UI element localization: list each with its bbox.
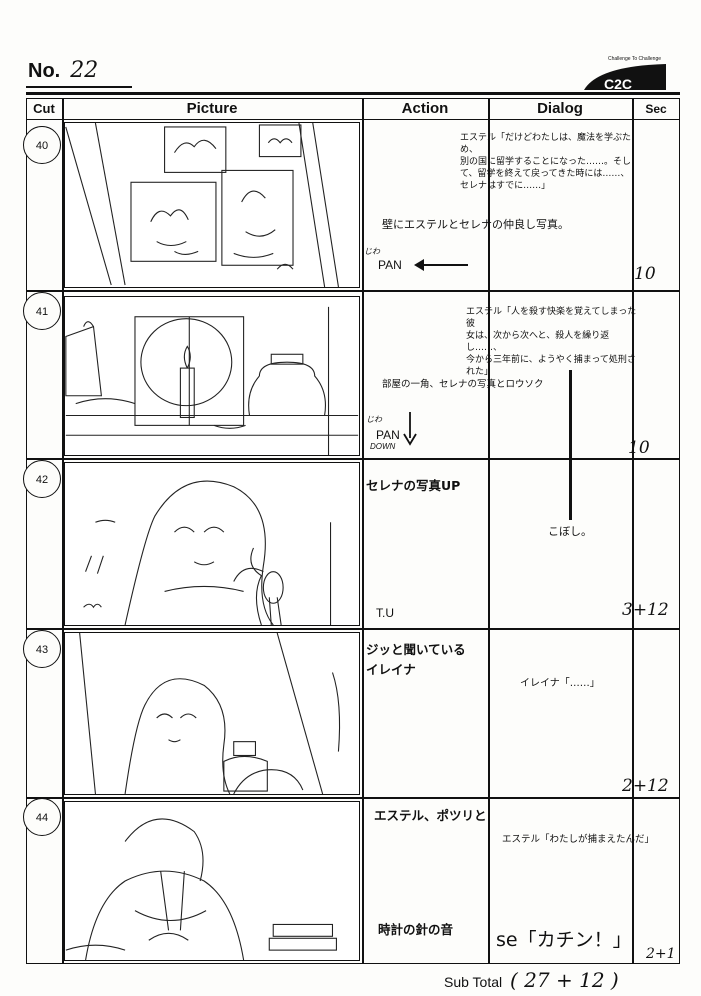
dialog-text: こぼし。 [548, 525, 592, 538]
page-number-underline [26, 86, 132, 88]
action-line: ジッと聞いている [366, 642, 466, 657]
logo-text: C2C [604, 76, 633, 92]
action-text: エステル、ポツリと [374, 808, 487, 823]
c2c-logo [584, 64, 666, 90]
dialog-line: 別の国に留学することになった……。そし [460, 157, 632, 167]
column-header-sec: Sec [632, 98, 680, 120]
dialog-text: エステル「だけどわたしは、魔法を学ぶため、 別の国に留学することになった……。そ… [460, 132, 638, 192]
row-divider [26, 797, 680, 799]
divider-dialog [632, 98, 634, 964]
logo-tagline: Challenge To Challenge [608, 56, 662, 62]
cut-number: 43 [23, 630, 61, 668]
dialog-line: 女は、次から次へと、殺人を繰り返し……、 [466, 331, 610, 353]
divider-action [488, 98, 490, 964]
camera-move: T.U [376, 606, 394, 620]
seconds: 2+1 [646, 946, 676, 962]
dialog-line: セレナはすでに……」 [460, 181, 551, 191]
storyboard-panel [64, 296, 360, 456]
seconds: 3+12 [622, 600, 669, 620]
sub-total: Sub Total ( 27 + 12 ) [444, 968, 619, 992]
column-header-action: Action [362, 98, 488, 120]
seconds: 10 [634, 264, 656, 284]
action-line: イレイナ [366, 662, 416, 677]
action-text: 部屋の一角、セレナの写真とロウソク [382, 379, 544, 390]
row-divider [26, 628, 680, 630]
row-divider [26, 290, 680, 292]
storyboard-panel [64, 632, 360, 795]
cut-number: 40 [23, 126, 61, 164]
camera-note: じわ [364, 247, 380, 256]
cut-number: 44 [23, 798, 61, 836]
sub-total-label: Sub Total [444, 974, 503, 990]
divider-picture [362, 98, 364, 964]
row-divider [26, 458, 680, 460]
camera-direction: DOWN [370, 442, 396, 451]
column-header-cut: Cut [26, 98, 62, 120]
header-rule [26, 92, 680, 95]
camera-note: じわ [366, 415, 382, 424]
storyboard-panel [64, 122, 360, 288]
dialog-text: イレイナ「……」 [520, 678, 600, 689]
arrow-down-icon [403, 412, 417, 446]
sound-effect: se「カチン！」 [496, 929, 632, 951]
dialog-line: て、留学を終えて戻ってきた時には……、 [460, 169, 630, 179]
column-header-dialog: Dialog [488, 98, 632, 120]
sub-total-value: ( 27 + 12 ) [510, 968, 619, 992]
storyboard-panel [64, 801, 360, 961]
camera-move: PAN [376, 428, 400, 442]
action-text: 時計の針の音 [378, 922, 454, 937]
seconds: 2+12 [622, 776, 669, 796]
action-text: ジッと聞いている イレイナ [366, 640, 466, 680]
dialog-line: れた」 [466, 367, 494, 377]
storyboard-panel [64, 462, 360, 626]
dialog-text: エステル「人を殺す快楽を覚えてしまった彼 女は、次から次へと、殺人を繰り返し……… [466, 306, 638, 378]
action-text: 壁にエステルとセレナの仲良し写真。 [382, 218, 569, 231]
storyboard-grid [26, 98, 680, 964]
cut-number: 42 [23, 460, 61, 498]
dialog-line: 今から三年前に、ようやく捕まって処刑さ [466, 355, 636, 365]
page-number-value: 22 [70, 58, 99, 83]
divider-cut [62, 98, 64, 964]
dialog-text: エステル「わたしが捕まえたんだ」 [502, 834, 655, 845]
cut-number: 41 [23, 292, 61, 330]
column-header-picture: Picture [62, 98, 362, 120]
dialog-continuation-line [569, 370, 572, 520]
seconds: 10 [628, 438, 650, 458]
page-number: No. 22 [28, 58, 98, 83]
action-text: セレナの写真UP [366, 478, 461, 493]
camera-move: PAN [378, 258, 402, 272]
dialog-line: エステル「人を殺す快楽を覚えてしまった彼 [466, 307, 637, 329]
page-number-label: No. [28, 60, 61, 82]
arrow-left-icon [414, 259, 468, 271]
dialog-line: エステル「だけどわたしは、魔法を学ぶため、 [460, 133, 632, 155]
